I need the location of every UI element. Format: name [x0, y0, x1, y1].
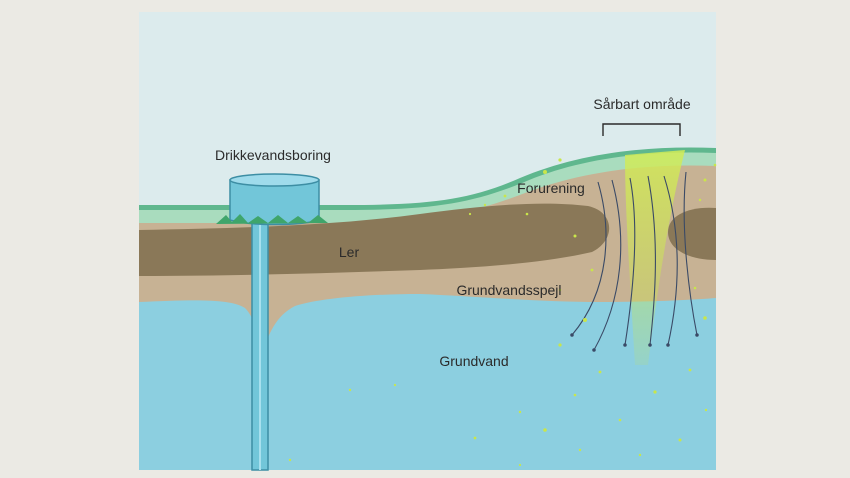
well-icon [216, 173, 328, 471]
vulnerable-area-label: Sårbart område [593, 96, 690, 112]
groundwater-body [139, 294, 716, 470]
pollution-label: Forurening [517, 180, 585, 196]
water-table-label: Grundvandsspejl [456, 282, 561, 298]
well-label: Drikkevandsboring [215, 147, 331, 163]
vulnerable-area-bracket [602, 123, 681, 136]
groundwater-label: Grundvand [439, 353, 508, 369]
clay-label: Ler [339, 244, 360, 260]
clay-layer-right [668, 207, 716, 260]
pollution-particles [288, 158, 717, 467]
